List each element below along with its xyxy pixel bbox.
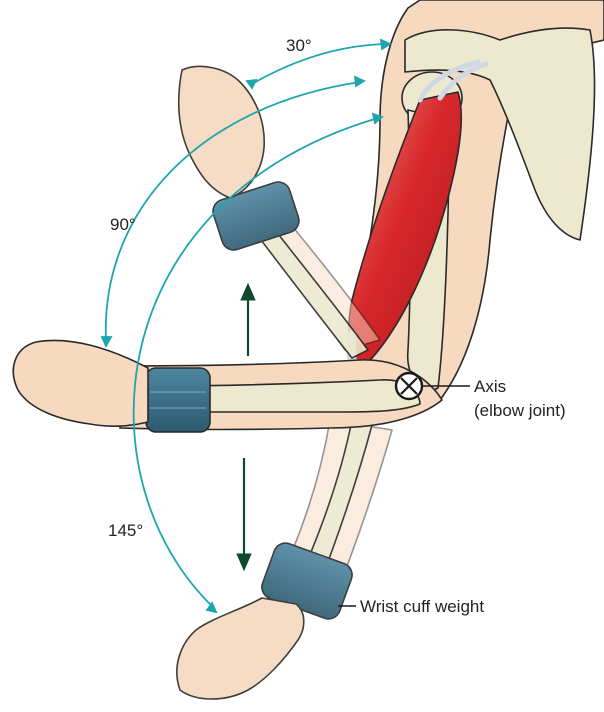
- upper-arm: [349, 0, 604, 400]
- angle-30-label: 30°: [286, 36, 312, 55]
- arrowhead: [247, 80, 256, 88]
- wrist-cuff-weight-label: Wrist cuff weight: [360, 597, 484, 616]
- arrowhead: [207, 603, 216, 612]
- elbow-joint-label: (elbow joint): [474, 401, 566, 420]
- forearm-down: [177, 420, 392, 699]
- forearm-up: [179, 66, 380, 358]
- hand-down: [177, 598, 304, 699]
- arrowhead: [355, 77, 364, 86]
- arrow-up-head: [241, 284, 255, 300]
- arc-30: [252, 44, 386, 84]
- hand-horizontal: [13, 340, 148, 426]
- axis-label: Axis: [474, 377, 506, 396]
- arrow-down-head: [237, 554, 251, 570]
- angle-90-label: 90°: [110, 215, 136, 234]
- angle-145-label: 145°: [108, 521, 143, 540]
- arrowhead: [381, 40, 390, 49]
- arrowhead: [102, 337, 111, 346]
- wrist-cuff-weight-horizontal: [146, 368, 210, 432]
